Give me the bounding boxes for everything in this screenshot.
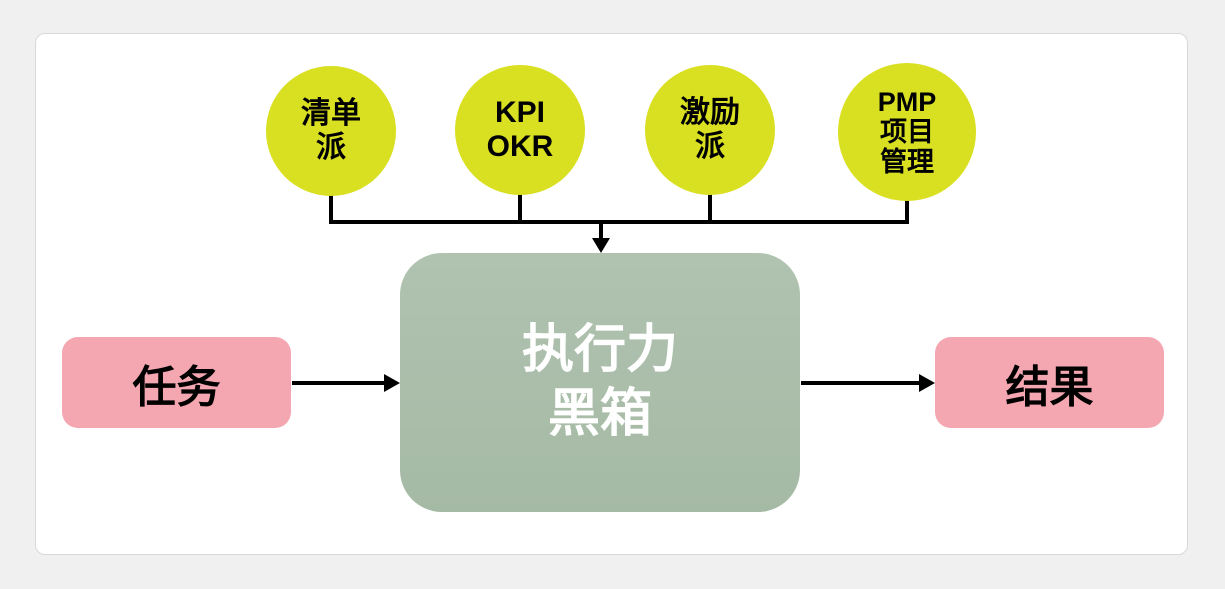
circle-label-line: PMP	[877, 86, 937, 117]
circle-checklist-faction: 清单 派	[266, 66, 396, 196]
center-box-label-line: 执行力	[521, 321, 678, 380]
circle-kpi-okr: KPI OKR	[455, 65, 585, 195]
circle-label-line: OKR	[486, 130, 554, 163]
execution-blackbox-box: 执行力 黑箱	[400, 253, 800, 512]
circle-label-line: 清单	[301, 97, 361, 131]
result-box: 结果	[935, 337, 1164, 428]
circle-label-line: 激励	[680, 96, 740, 130]
circle-label-line: 项目	[880, 116, 934, 147]
circle-pmp-project-management: PMP 项目 管理	[838, 63, 976, 201]
center-box-label-line: 黑箱	[547, 384, 652, 443]
circle-label-line: 派	[316, 131, 346, 164]
result-box-label: 结果	[1005, 362, 1094, 412]
circle-label-line: 管理	[880, 147, 934, 178]
task-box: 任务	[62, 337, 291, 428]
task-box-label: 任务	[132, 362, 221, 412]
circle-label-line: KPI	[494, 96, 545, 130]
circle-label-line: 派	[695, 130, 725, 163]
circle-incentive-faction: 激励 派	[645, 65, 775, 195]
